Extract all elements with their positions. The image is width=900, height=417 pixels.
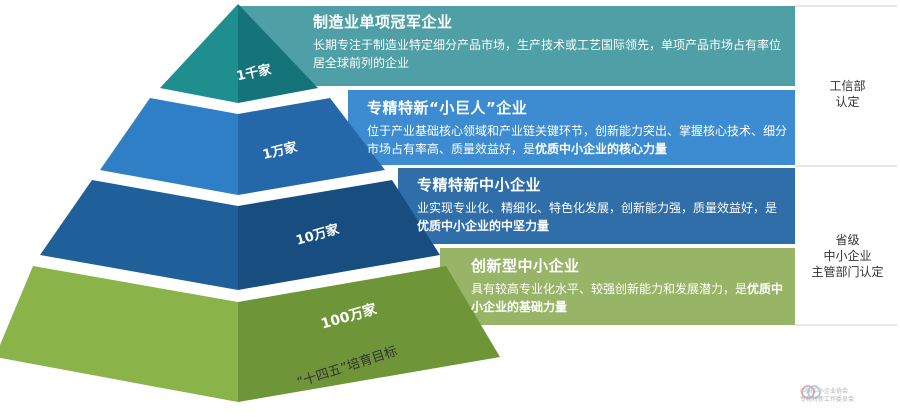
side-label-miit: 工信部 认定 [829, 79, 866, 109]
band-text-specialized-sme: 专精特新中小企业 业实现专业化、精细化、特色化发展，创新能力强，质量效益好，是优… [417, 175, 789, 235]
pyramid-tier-4-left [0, 266, 238, 402]
band-desc: 长期专注于制造业特定细分产品市场，生产技术或工艺国际领先，单项产品市场占有率位居… [313, 38, 782, 70]
pyramid-tier-1-left [160, 4, 238, 103]
watermark: 中国中小企业协会 专精特新工作委员会 [800, 384, 895, 408]
band-title: 专精特新中小企业 [417, 176, 542, 194]
pyramid-tier-2-left [100, 98, 238, 195]
band-bg-little-giant [348, 90, 795, 165]
band-desc: 具有较高专业化水平、较强创新能力和发展潜力，是优质中小企业的基础力量 [471, 282, 784, 314]
pyramid-tier-3-right [238, 180, 440, 290]
watermark-logo-icon [801, 385, 821, 399]
band-bg-specialized-sme [398, 168, 795, 244]
band-title: 专精特新“小巨人”企业 [367, 99, 528, 117]
band-desc: 业实现专业化、精细化、特色化发展，创新能力强，质量效益好，是优质中小企业的中坚力… [417, 201, 778, 233]
pyramid-tier-1-right [238, 4, 318, 103]
band-text-champion: 制造业单项冠军企业 长期专注于制造业特定细分产品市场，生产技术或工艺国际领先，单… [313, 12, 785, 72]
watermark-text: 中国中小企业协会 专精特新工作委员会 [800, 388, 855, 403]
pyramid-tier-3-left [40, 180, 238, 290]
pyramid-tier-2-right [238, 98, 385, 195]
band-text-innovative-sme: 创新型中小企业 具有较高专业化水平、较强创新能力和发展潜力，是优质中小企业的基础… [471, 256, 789, 316]
band-bg-champion [238, 6, 795, 86]
band-text-little-giant: 专精特新“小巨人”企业 位于产业基础核心领域和产业链关键环节，创新能力突出、掌握… [367, 98, 791, 158]
band-desc: 位于产业基础核心领域和产业链关键环节，创新能力突出、掌握核心技术、细分市场占有率… [367, 124, 788, 156]
side-label-provincial: 省级 中小企业 主管部门认定 [811, 233, 884, 279]
band-title: 创新型中小企业 [471, 257, 580, 275]
band-bg-innovative-sme [440, 248, 795, 325]
band-title: 制造业单项冠军企业 [313, 13, 453, 31]
pyramid-tier-4-right [238, 266, 500, 402]
